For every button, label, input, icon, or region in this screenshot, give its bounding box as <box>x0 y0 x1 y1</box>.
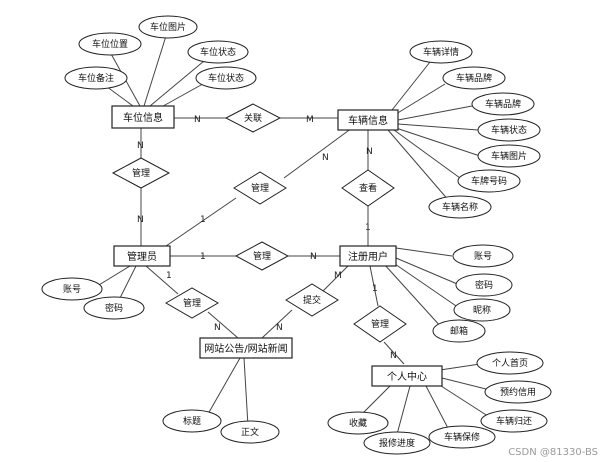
attr-user-3: 邮箱 <box>432 319 486 343</box>
attr-label: 标题 <box>183 415 201 427</box>
attr-label: 车辆状态 <box>491 124 527 136</box>
attr-label: 车位位置 <box>92 38 128 50</box>
card-uv-1: 1 <box>365 223 371 233</box>
card-un-m: M <box>334 271 342 281</box>
attr-user-2: 昵称 <box>453 298 511 322</box>
entity-admin: 管理员 <box>113 245 171 267</box>
attr-vehicle-1: 车辆品牌 <box>442 66 506 90</box>
rel-label: 管理 <box>253 250 271 262</box>
cardinality-labels: N M N N 1 N 1 N N 1 1 N M N 1 N <box>137 115 397 361</box>
attr-label: 账号 <box>474 251 492 262</box>
card-au-n: N <box>310 252 317 262</box>
entity-label: 管理员 <box>127 250 157 263</box>
attr-parking-3: 车位备注 <box>64 66 128 90</box>
entity-news: 网站公告/网站新闻 <box>199 337 293 359</box>
rel-admin-user: 管理 <box>234 241 290 271</box>
attr-center-3: 报修进度 <box>363 431 431 455</box>
entity-parking: 车位信息 <box>111 105 175 129</box>
attr-parking-4: 车位状态 <box>195 66 257 90</box>
card-ap-top: N <box>137 141 144 151</box>
card-un-n: N <box>276 323 283 333</box>
attr-label: 车位状态 <box>200 46 236 58</box>
attr-vehicle-6: 车辆名称 <box>428 195 492 219</box>
attr-admin-1: 密码 <box>83 296 145 320</box>
attr-label: 车辆品牌 <box>485 98 521 110</box>
card-ap-bot: N <box>137 215 144 225</box>
attr-label: 车位图片 <box>150 21 186 33</box>
rel-admin-news: 管理 <box>164 287 220 319</box>
rel-parking-vehicle: 关联 <box>224 103 282 133</box>
attr-label: 账号 <box>63 284 81 295</box>
attr-news-1: 正文 <box>220 420 280 444</box>
entity-label: 网站公告/网站新闻 <box>204 342 287 355</box>
entity-label: 注册用户 <box>348 250 388 263</box>
attr-label: 车辆品牌 <box>456 72 492 84</box>
rel-label: 管理 <box>371 318 389 330</box>
rel-label: 关联 <box>244 112 262 124</box>
attr-label: 车辆归还 <box>496 415 532 427</box>
rel-user-center: 管理 <box>353 305 407 343</box>
rel-user-vehicle: 查看 <box>341 169 395 207</box>
attr-label: 报修进度 <box>379 437 415 449</box>
attr-vehicle-0: 车辆详情 <box>409 40 473 64</box>
rel-admin-vehicle: 管理 <box>233 171 287 205</box>
attr-label: 收藏 <box>349 417 367 429</box>
attr-label: 车辆名称 <box>442 201 478 213</box>
attr-vehicle-2: 车辆品牌 <box>471 92 535 116</box>
card-av-1: 1 <box>200 215 206 225</box>
attr-center-5: 收藏 <box>327 411 389 435</box>
attr-label: 正文 <box>241 426 259 438</box>
card-au-1: 1 <box>200 252 206 262</box>
attr-label: 密码 <box>475 279 493 291</box>
attr-vehicle-4: 车辆图片 <box>477 144 541 168</box>
attr-label: 邮箱 <box>450 325 468 337</box>
card-an-n: N <box>214 323 221 333</box>
attr-label: 车牌号码 <box>471 175 507 187</box>
attr-user-0: 账号 <box>452 244 514 268</box>
rel-user-news: 提交 <box>285 283 339 317</box>
attr-parking-0: 车位位置 <box>78 32 142 56</box>
entity-label: 车辆信息 <box>348 114 388 127</box>
entity-label: 个人中心 <box>387 370 427 383</box>
attr-label: 车位状态 <box>208 72 244 84</box>
attr-center-0: 个人首页 <box>476 351 544 375</box>
attr-label: 车辆详情 <box>423 46 459 58</box>
card-an-1: 1 <box>166 271 172 281</box>
card-uc-1: 1 <box>372 284 378 294</box>
attr-label: 车辆图片 <box>491 150 527 162</box>
attr-center-4: 车辆保修 <box>428 425 496 449</box>
card-pv-m: M <box>306 115 314 125</box>
rel-admin-parking: 管理 <box>111 157 171 189</box>
entity-vehicle: 车辆信息 <box>337 109 399 131</box>
attr-parking-2: 车位状态 <box>187 40 249 64</box>
attr-label: 车位备注 <box>78 72 114 84</box>
attr-vehicle-3: 车辆状态 <box>477 118 541 142</box>
attr-user-1: 密码 <box>455 273 513 297</box>
entity-label: 车位信息 <box>123 111 163 124</box>
attr-label: 预约信用 <box>500 386 536 398</box>
attr-label: 车辆保修 <box>444 431 480 443</box>
card-av-n: N <box>322 153 329 163</box>
attr-news-0: 标题 <box>162 409 222 433</box>
attr-label: 个人首页 <box>492 357 528 369</box>
attr-admin-0: 账号 <box>41 277 103 301</box>
rel-label: 管理 <box>183 297 201 309</box>
rel-label: 管理 <box>132 167 150 179</box>
card-uc-n: N <box>390 351 397 361</box>
card-pv-n: N <box>194 115 201 125</box>
attr-center-1: 预约信用 <box>484 380 552 404</box>
entity-center: 个人中心 <box>371 365 443 387</box>
card-uv-n: N <box>366 147 373 157</box>
watermark-text: CSDN @81330-BS <box>508 447 598 458</box>
rel-label: 管理 <box>251 182 269 194</box>
attr-label: 密码 <box>105 302 123 314</box>
attr-center-2: 车辆归还 <box>480 409 548 433</box>
rel-label: 提交 <box>303 294 321 306</box>
attr-vehicle-5: 车牌号码 <box>457 169 521 193</box>
attr-parking-1: 车位图片 <box>138 15 198 39</box>
rel-label: 查看 <box>359 182 377 194</box>
entity-user: 注册用户 <box>339 245 397 267</box>
attr-label: 昵称 <box>473 304 491 316</box>
